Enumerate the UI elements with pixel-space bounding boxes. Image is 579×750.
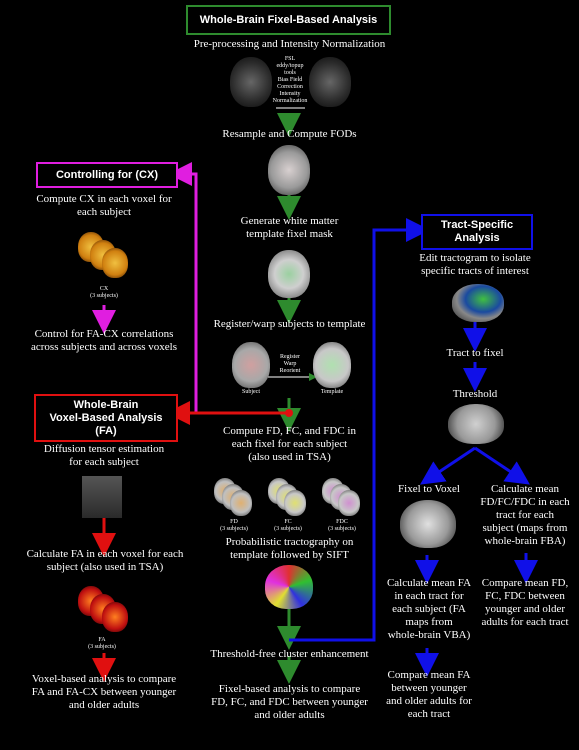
page-title: Whole-Brain Fixel-Based Analysis (199, 13, 378, 26)
fd-label: FD(3 subjects) (220, 519, 248, 532)
subject-brain (232, 342, 270, 388)
cx-title: Controlling for (CX) (55, 168, 159, 181)
tfce-label: Threshold-free cluster enhancement (210, 648, 369, 660)
fixel-to-voxel-label: Fixel to Voxel (398, 483, 460, 495)
template-brain (313, 342, 351, 388)
fa-label: FA(3 subjects) (88, 637, 116, 650)
fdc-label: FDC(3 subjects) (328, 519, 356, 532)
tract-brain (452, 284, 504, 322)
cx-title-box: Controlling for (CX) (36, 162, 178, 188)
tract-to-fixel-label: Tract to fixel (446, 347, 504, 359)
resample-label: Resample and Compute FODs (222, 128, 357, 140)
preproc-brain-right (309, 57, 351, 107)
dti-image (82, 476, 122, 518)
mask-brain (268, 250, 310, 298)
title-box: Whole-Brain Fixel-Based Analysis (186, 5, 391, 35)
cx-label: CX(3 subjects) (90, 286, 118, 299)
tractography-brain (265, 565, 313, 609)
fixel-voxel-brain (400, 500, 456, 548)
template-label: Template (320, 389, 344, 395)
preproc-label: Pre-processing and Intensity Normalizati… (193, 38, 386, 50)
fod-brain (268, 145, 310, 195)
blue-split (420, 446, 476, 485)
register-label: Register/warp subjects to template (213, 318, 366, 330)
fc-label: FC(3 subjects) (274, 519, 302, 532)
threshold-brain (448, 404, 504, 444)
subject-label: Subject (242, 389, 260, 395)
blue-split-right (474, 446, 530, 485)
blue-connector (289, 218, 430, 642)
preproc-brain-left (230, 57, 272, 107)
threshold-label: Threshold (452, 388, 498, 400)
